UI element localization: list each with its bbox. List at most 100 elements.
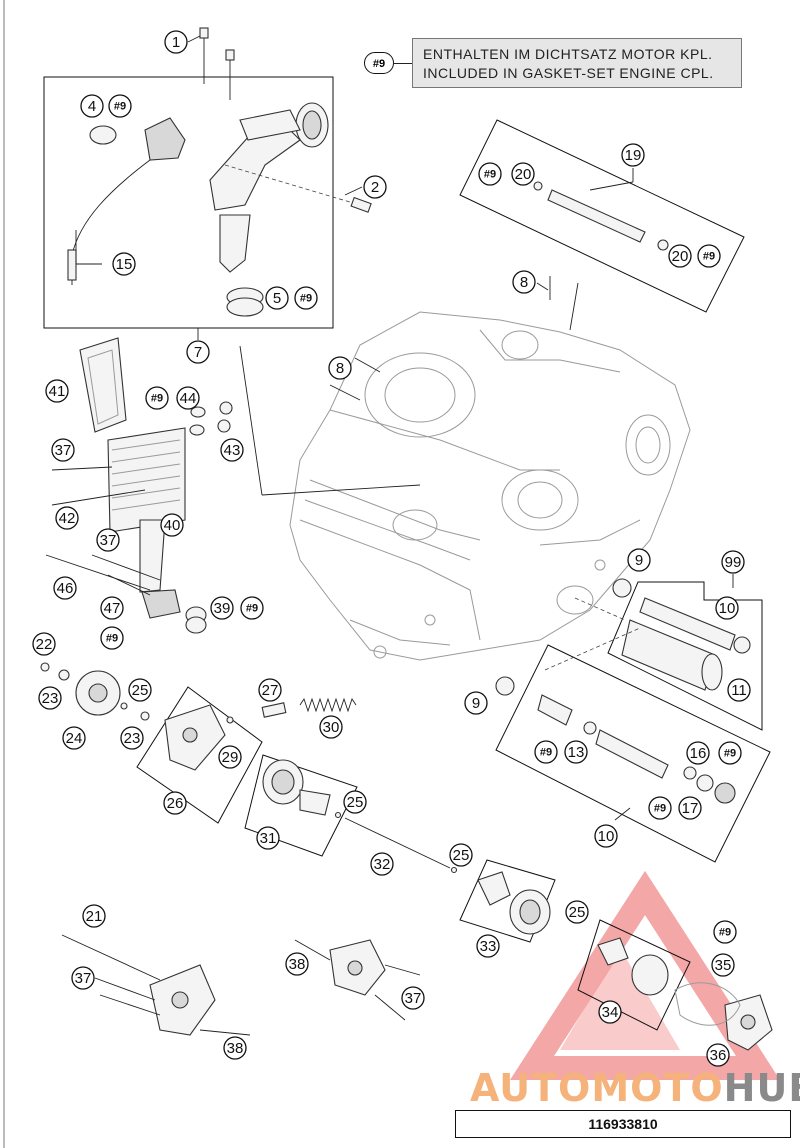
- watermark-text-part1: AUTOMOTO: [470, 1066, 724, 1110]
- callout-circle: [476, 934, 500, 958]
- callout-43: 43: [220, 438, 244, 462]
- callout-16: 16: [686, 741, 710, 765]
- callout-label: 38: [227, 1040, 244, 1057]
- callout-47: 47: [100, 596, 124, 620]
- callout-circle: [145, 386, 169, 410]
- callout-20: 20: [668, 244, 692, 268]
- pump-rotor-31: [262, 759, 331, 816]
- callout-circle: [128, 678, 152, 702]
- callout-circle: [80, 94, 104, 118]
- callout-26: 26: [163, 791, 187, 815]
- callout-10: 10: [594, 824, 618, 848]
- callout-label: 38: [289, 956, 306, 973]
- callout-37: 37: [51, 438, 75, 462]
- callout-25: 25: [343, 790, 367, 814]
- callout-label: 31: [260, 830, 277, 847]
- callout-label: #9: [114, 101, 126, 113]
- callout-label: 46: [57, 580, 74, 597]
- callout-hash-9: #9: [697, 244, 721, 268]
- callout-circle: [45, 379, 69, 403]
- callout-label: 13: [568, 744, 585, 761]
- callout-circle: [621, 143, 645, 167]
- callout-circle: [96, 528, 120, 552]
- group-box-10: [495, 644, 771, 863]
- callout-label: 34: [602, 1004, 619, 1021]
- callout-label: 10: [719, 600, 736, 617]
- callout-label: 8: [336, 360, 344, 377]
- callout-circle: [32, 632, 56, 656]
- callout-35: 35: [711, 953, 735, 977]
- callout-label: #9: [654, 803, 666, 815]
- callout-label: 37: [75, 970, 92, 987]
- group-box-34: [577, 919, 691, 1031]
- callout-circle: [511, 162, 535, 186]
- callout-circle: [627, 548, 651, 572]
- callout-30: 30: [319, 715, 343, 739]
- callout-circle: [464, 691, 488, 715]
- callout-10: 10: [715, 596, 739, 620]
- callout-44: 44: [176, 386, 200, 410]
- callout-label: 44: [180, 390, 197, 407]
- gasket-41: [79, 337, 127, 433]
- callout-circle: [678, 796, 702, 820]
- callout-2: 2: [363, 175, 387, 199]
- callout-circle: [668, 244, 692, 268]
- callout-circle: [713, 920, 737, 944]
- callout-38: 38: [285, 952, 309, 976]
- callout-label: 25: [453, 847, 470, 864]
- group-box-31: [244, 754, 358, 857]
- callout-circle: [711, 953, 735, 977]
- note-line-english: INCLUDED IN GASKET-SET ENGINE CPL.: [423, 65, 714, 81]
- callout-circle: [223, 1036, 247, 1060]
- oil-filler-assembly: [199, 27, 372, 317]
- callout-circle: [160, 513, 184, 537]
- callout-label: #9: [719, 927, 731, 939]
- callout-label: 1: [172, 34, 180, 51]
- callout-label: 24: [66, 730, 83, 747]
- note-connector-line: [394, 63, 412, 64]
- callout-hash-9: #9: [478, 162, 502, 186]
- callout-circle: [285, 952, 309, 976]
- callout-label: #9: [703, 251, 715, 263]
- callout-label: 23: [124, 730, 141, 747]
- callout-20: 20: [511, 162, 535, 186]
- callout-46: 46: [53, 576, 77, 600]
- callout-circle: [370, 852, 394, 876]
- callout-circle: [727, 678, 751, 702]
- callout-label: 29: [222, 749, 239, 766]
- callout-circle: [38, 686, 62, 710]
- callout-label: 5: [273, 290, 281, 307]
- callout-circle: [363, 175, 387, 199]
- callout-circle: [100, 596, 124, 620]
- callout-42: 42: [55, 506, 79, 530]
- leader-lines: [75, 35, 734, 821]
- relief-valve: [261, 697, 357, 718]
- shaft-19: [533, 181, 669, 251]
- callout-circle: [648, 796, 672, 820]
- callout-hash-9: #9: [718, 741, 742, 765]
- callout-label: 37: [55, 442, 72, 459]
- callout-label: 22: [36, 636, 53, 653]
- callout-circle: [256, 826, 280, 850]
- callout-label: #9: [484, 169, 496, 181]
- callout-37: 37: [96, 528, 120, 552]
- callout-circle: [220, 438, 244, 462]
- callout-label: 16: [690, 745, 707, 762]
- callout-33: 33: [476, 934, 500, 958]
- callout-32: 32: [370, 852, 394, 876]
- callout-label: #9: [724, 748, 736, 760]
- callout-circle: [112, 252, 136, 276]
- callout-circle: [721, 550, 745, 574]
- callout-circle: [706, 1043, 730, 1067]
- callout-hash-9: #9: [145, 386, 169, 410]
- callout-label: 20: [515, 166, 532, 183]
- screws-8: [329, 276, 579, 401]
- callout-circle: [62, 726, 86, 750]
- callout-7: 7: [186, 340, 210, 364]
- callout-circle: [343, 790, 367, 814]
- callout-circle: [319, 715, 343, 739]
- callout-27: 27: [258, 678, 282, 702]
- callout-label: 33: [480, 938, 497, 955]
